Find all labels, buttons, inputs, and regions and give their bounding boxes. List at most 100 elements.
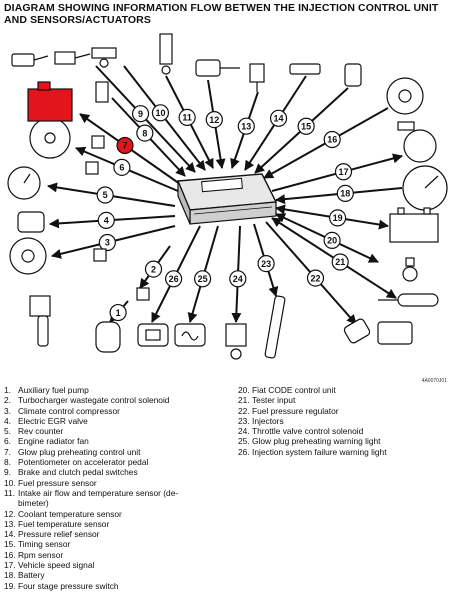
rev-counter-icon bbox=[7, 166, 41, 200]
legend-number: 8. bbox=[4, 457, 11, 468]
arrow-number-label: 4 bbox=[104, 216, 109, 226]
legend-item: 6.Engine radiator fan bbox=[4, 436, 240, 446]
arrow-number-label: 23 bbox=[261, 259, 271, 269]
legend-item: 17.Vehicle speed signal bbox=[4, 560, 240, 570]
fuel-pressure-sensor-icon bbox=[91, 47, 117, 68]
arrow-number-label: 1 bbox=[116, 308, 121, 318]
legend-text: Brake and clutch pedal switches bbox=[18, 467, 138, 478]
legend-item: 12.Coolant temperature sensor bbox=[4, 509, 240, 519]
legend-text: Injection system failure warning light bbox=[252, 446, 387, 457]
flow-meter-icon bbox=[159, 33, 173, 75]
arrow-number-badge bbox=[113, 158, 131, 176]
legend-number: 15. bbox=[4, 539, 16, 550]
pressure-regulator-icon bbox=[343, 318, 371, 344]
pedal-switch-icon bbox=[54, 51, 91, 65]
arrow-number-badge bbox=[194, 270, 212, 288]
legend-number: 1. bbox=[4, 385, 11, 395]
legend-item: 24.Throttle valve control solenoid bbox=[238, 426, 457, 436]
arrow-number-badge bbox=[334, 163, 353, 181]
legend-item: 3.Climate control compressor bbox=[4, 406, 240, 416]
arrow-number-badge bbox=[98, 233, 116, 252]
arrow-number-badge bbox=[269, 109, 288, 127]
legend-text: Vehicle speed signal bbox=[18, 560, 95, 571]
arrow-number-badge bbox=[229, 270, 247, 288]
arrow-number-label: 17 bbox=[338, 167, 348, 177]
arrow-number-label: 19 bbox=[333, 213, 343, 223]
pressure-switch-icon bbox=[402, 257, 418, 282]
legend-text: Coolant temperature sensor bbox=[18, 508, 122, 519]
arrow-number-badge bbox=[178, 108, 196, 127]
arrow-number-label: 8 bbox=[142, 128, 147, 138]
arrow-number-badge bbox=[336, 184, 354, 202]
arrow-number-label: 9 bbox=[138, 109, 143, 119]
components bbox=[7, 33, 448, 360]
arrow-number-badge bbox=[331, 253, 349, 271]
figure-code: 4A0070J01 bbox=[421, 378, 447, 384]
legend-number: 26. bbox=[238, 446, 250, 457]
legend-number: 20. bbox=[238, 385, 250, 395]
legend-item: bimeter) bbox=[4, 498, 240, 508]
legend-text: Electric EGR valve bbox=[18, 415, 88, 426]
arrow-number-label: 21 bbox=[335, 257, 345, 267]
throttle-solenoid-icon bbox=[225, 323, 247, 360]
legend-text: Rpm sensor bbox=[18, 549, 64, 560]
injection-control-unit bbox=[176, 173, 278, 225]
legend-number bbox=[4, 498, 18, 508]
glow-plug-control-unit-icon bbox=[27, 81, 73, 122]
legend-item: 23.Injectors bbox=[238, 416, 457, 426]
auxiliary-fuel-pump-icon bbox=[95, 321, 121, 353]
legend-text: Timing sensor bbox=[18, 539, 71, 550]
coolant-sensor-icon bbox=[249, 63, 265, 92]
legend-text: Auxiliary fuel pump bbox=[18, 385, 89, 395]
legend-text: Glow plug preheating warning light bbox=[252, 436, 381, 447]
legend-item: 2.Turbocharger wastegate control solenoi… bbox=[4, 395, 240, 405]
arrow-number-badge bbox=[144, 260, 163, 278]
legend-number: 23. bbox=[238, 415, 250, 426]
legend-text: Four stage pressure switch bbox=[18, 580, 119, 591]
legend-text: Fuel pressure sensor bbox=[18, 477, 97, 488]
legend-number: 4. bbox=[4, 415, 11, 426]
arrow-number-badge bbox=[116, 136, 134, 155]
timing-sensor-icon bbox=[386, 77, 424, 115]
legend-text: Turbocharger wastegate control solenoid bbox=[18, 395, 170, 406]
arrow-number-label: 25 bbox=[198, 274, 208, 284]
legend-item: 1. Auxiliary fuel pump bbox=[4, 385, 240, 395]
intake-air-sensor-icon bbox=[195, 59, 240, 77]
glow-plug-warning-light-icon bbox=[174, 323, 206, 347]
arrow-number-badge bbox=[96, 186, 114, 204]
legend-number: 5. bbox=[4, 426, 11, 437]
arrow-number-badge bbox=[136, 124, 154, 142]
arrow-number-label: 16 bbox=[327, 135, 337, 145]
arrow-number-badge bbox=[257, 255, 275, 273]
legend-number: 9. bbox=[4, 467, 11, 478]
legend-text: Fuel temperature sensor bbox=[18, 518, 110, 529]
legend-number: 14. bbox=[4, 529, 16, 540]
arrow-number-label: 6 bbox=[119, 163, 124, 173]
legend-number: 3. bbox=[4, 405, 11, 416]
wastegate-solenoid-icon bbox=[29, 295, 51, 347]
legend-item: 18.Battery bbox=[4, 570, 240, 580]
arrow-number-badge bbox=[205, 110, 223, 129]
arrow-number-label: 20 bbox=[327, 236, 337, 246]
arrow-number-label: 18 bbox=[340, 189, 350, 199]
legend-item: 9. Brake and clutch pedal switches bbox=[4, 467, 240, 477]
arrow-number-badge bbox=[151, 104, 170, 122]
legend-item: 21.Tester input bbox=[238, 395, 457, 405]
legend-number: 13. bbox=[4, 518, 16, 529]
arrow-number-badge bbox=[297, 117, 315, 135]
injector-icon bbox=[264, 295, 286, 359]
legend-text: Injectors bbox=[252, 415, 284, 426]
legend-text: Fiat CODE control unit bbox=[252, 385, 336, 395]
arrow-number-label: 10 bbox=[155, 108, 165, 118]
arrow-number-badge bbox=[109, 303, 127, 322]
arrow-number-badge bbox=[323, 130, 341, 149]
legend-item: 25.Glow plug preheating warning light bbox=[238, 436, 457, 446]
arrow-number-badge bbox=[97, 211, 115, 229]
legend-number: 22. bbox=[238, 405, 250, 416]
radiator-fan-icon bbox=[29, 117, 71, 159]
arrow-number-label: 2 bbox=[151, 264, 156, 274]
injection-failure-warning-light-icon bbox=[137, 323, 169, 347]
legend-item: 22.Fuel pressure regulator bbox=[238, 406, 457, 416]
relay-icon bbox=[85, 135, 150, 301]
